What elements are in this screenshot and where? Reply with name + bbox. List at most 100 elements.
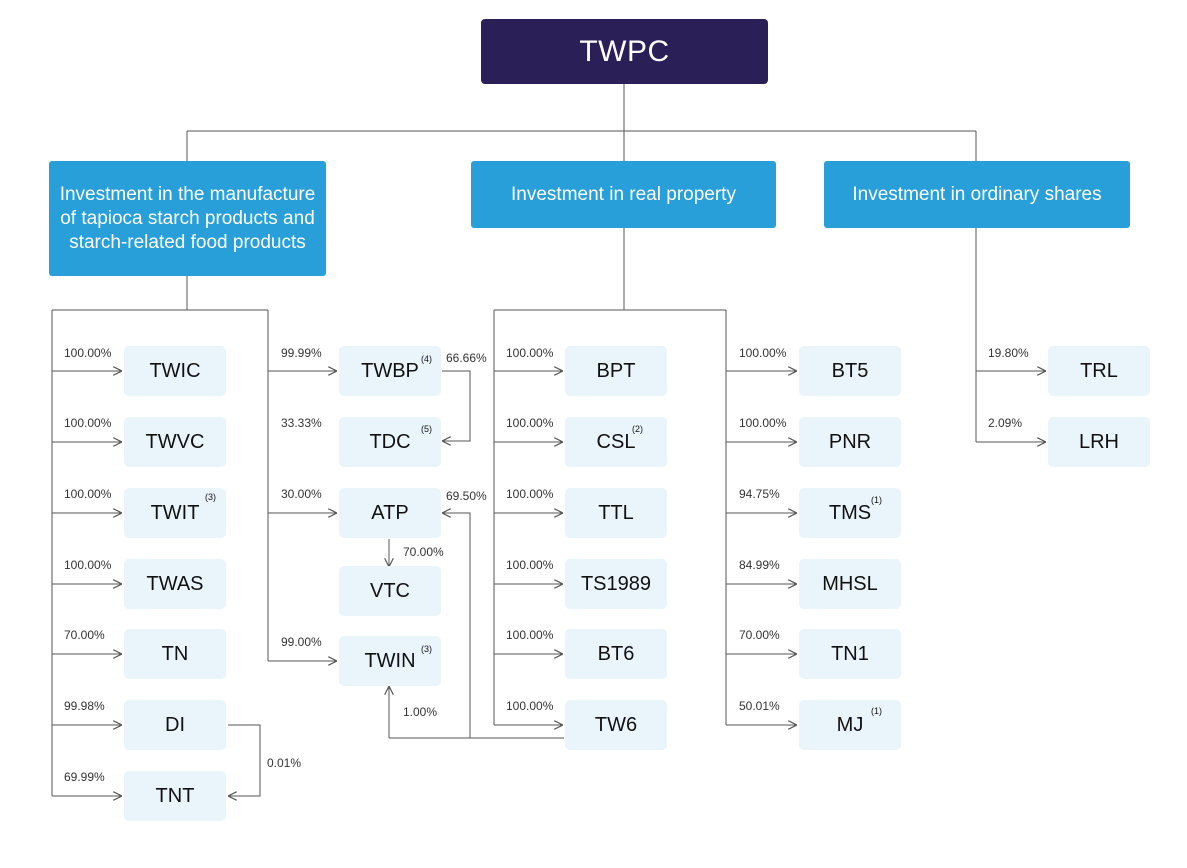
- pct-twbp-to-tdc: 66.66%: [446, 351, 487, 365]
- pct-csl: 100.00%: [506, 416, 554, 430]
- node-label: TNT: [155, 784, 195, 807]
- category-manufacture-line-3: starch-related food products: [69, 231, 306, 253]
- node-mhsl: MHSL: [799, 559, 901, 609]
- pct-bt6: 100.00%: [506, 628, 554, 642]
- pct-twic: 100.00%: [64, 346, 112, 360]
- node-label: TWBP: [361, 359, 419, 382]
- node-tn1: TN1: [799, 629, 901, 679]
- node-ts1989: TS1989: [565, 559, 667, 609]
- pct-pnr: 100.00%: [739, 416, 787, 430]
- node-label: TWIC: [149, 359, 201, 382]
- node-trl: TRL: [1048, 346, 1150, 396]
- node-label: TN1: [831, 642, 869, 665]
- pct-lrh: 2.09%: [988, 416, 1023, 430]
- pct-twvc: 100.00%: [64, 416, 112, 430]
- node-label: TMS: [828, 501, 872, 524]
- arrow-tw6-to-atp: [443, 513, 471, 738]
- pct-tn: 70.00%: [64, 628, 105, 642]
- node-label: TRL: [1080, 359, 1118, 382]
- arrow-di-to-tnt: [228, 724, 261, 796]
- node-label: TWIN: [364, 649, 416, 672]
- pct-twin: 99.00%: [281, 635, 322, 649]
- node-di: DI: [124, 700, 226, 750]
- node-vtc: VTC: [339, 566, 441, 616]
- node-twbp: TWBP: [339, 346, 441, 396]
- node-tn: TN: [124, 629, 226, 679]
- node-label: TW6: [594, 713, 638, 736]
- pct-bt5: 100.00%: [739, 346, 787, 360]
- node-tdc: TDC: [339, 417, 441, 467]
- node-pnr: PNR: [799, 417, 901, 467]
- node-twit: TWIT: [124, 488, 226, 538]
- node-label: TWAS: [146, 572, 204, 595]
- node-label: MHSL: [822, 572, 878, 595]
- node-label: TWIT: [150, 501, 200, 524]
- node-label: PNR: [828, 430, 872, 453]
- node-label: CSL: [596, 430, 636, 453]
- pct-tw6: 100.00%: [506, 699, 554, 713]
- pct-atp-to-vtc: 70.00%: [403, 545, 444, 559]
- category-property: Investment in real property: [471, 161, 776, 228]
- pct-tms: 94.75%: [739, 487, 780, 501]
- pct-ttl: 100.00%: [506, 487, 554, 501]
- node-label: LRH: [1078, 430, 1119, 453]
- node-twas: TWAS: [124, 559, 226, 609]
- category-property-label: Investment in real property: [511, 183, 736, 205]
- node-tnt: TNT: [124, 771, 226, 821]
- pct-bpt: 100.00%: [506, 346, 554, 360]
- pct-atp: 30.00%: [281, 487, 322, 501]
- pct-tw6-to-atp: 69.50%: [446, 489, 487, 503]
- node-twin: TWIN: [339, 636, 441, 686]
- node-tms: TMS: [799, 488, 901, 538]
- pct-tn1: 70.00%: [739, 628, 780, 642]
- note-mj: (1): [871, 706, 882, 716]
- pct-tdc: 33.33%: [281, 416, 322, 430]
- note-twit: (3): [205, 492, 216, 502]
- note-twbp: (4): [421, 354, 432, 364]
- node-label: TN: [161, 642, 189, 665]
- node-ttl: TTL: [565, 488, 667, 538]
- node-label: MJ: [836, 713, 864, 736]
- node-label: TTL: [598, 501, 634, 524]
- pct-mj: 50.01%: [739, 699, 780, 713]
- pct-ts1989: 100.00%: [506, 558, 554, 572]
- note-tdc: (5): [421, 424, 432, 434]
- node-twic: TWIC: [124, 346, 226, 396]
- node-tw6: TW6: [565, 700, 667, 750]
- note-csl: (2): [632, 424, 643, 434]
- category-manufacture-line-1: Investment in the manufacture: [59, 183, 316, 205]
- node-twvc: TWVC: [124, 417, 226, 467]
- node-bpt: BPT: [565, 346, 667, 396]
- node-label: VTC: [370, 579, 410, 602]
- note-twin: (3): [421, 644, 432, 654]
- pct-di: 99.98%: [64, 699, 105, 713]
- node-label: DI: [165, 713, 185, 736]
- node-csl: CSL: [565, 417, 667, 467]
- node-atp: ATP: [339, 488, 441, 538]
- node-mj: MJ: [799, 700, 901, 750]
- node-label: TS1989: [580, 572, 652, 595]
- pct-trl: 19.80%: [988, 346, 1029, 360]
- node-label: BT5: [831, 359, 869, 382]
- node-label: BPT: [596, 359, 636, 382]
- note-tms: (1): [871, 495, 882, 505]
- pct-twas: 100.00%: [64, 558, 112, 572]
- root-node-twpc: TWPC: [481, 19, 768, 84]
- pct-di-to-tnt: 0.01%: [267, 756, 302, 770]
- category-shares-label: Investment in ordinary shares: [852, 183, 1102, 205]
- pct-twbp: 99.99%: [281, 346, 322, 360]
- node-bt5: BT5: [799, 346, 901, 396]
- pct-tnt: 69.99%: [64, 770, 105, 784]
- pct-tw6-to-twin: 1.00%: [403, 705, 438, 719]
- pct-twit: 100.00%: [64, 487, 112, 501]
- pct-mhsl: 84.99%: [739, 558, 780, 572]
- node-lrh: LRH: [1048, 417, 1150, 467]
- root-label: TWPC: [579, 34, 670, 68]
- category-manufacture: Investment in the manufacture of tapioca…: [49, 161, 326, 276]
- node-label: TDC: [369, 430, 411, 453]
- node-label: BT6: [597, 642, 635, 665]
- arrow-twbp-to-tdc: [442, 370, 471, 441]
- node-bt6: BT6: [565, 629, 667, 679]
